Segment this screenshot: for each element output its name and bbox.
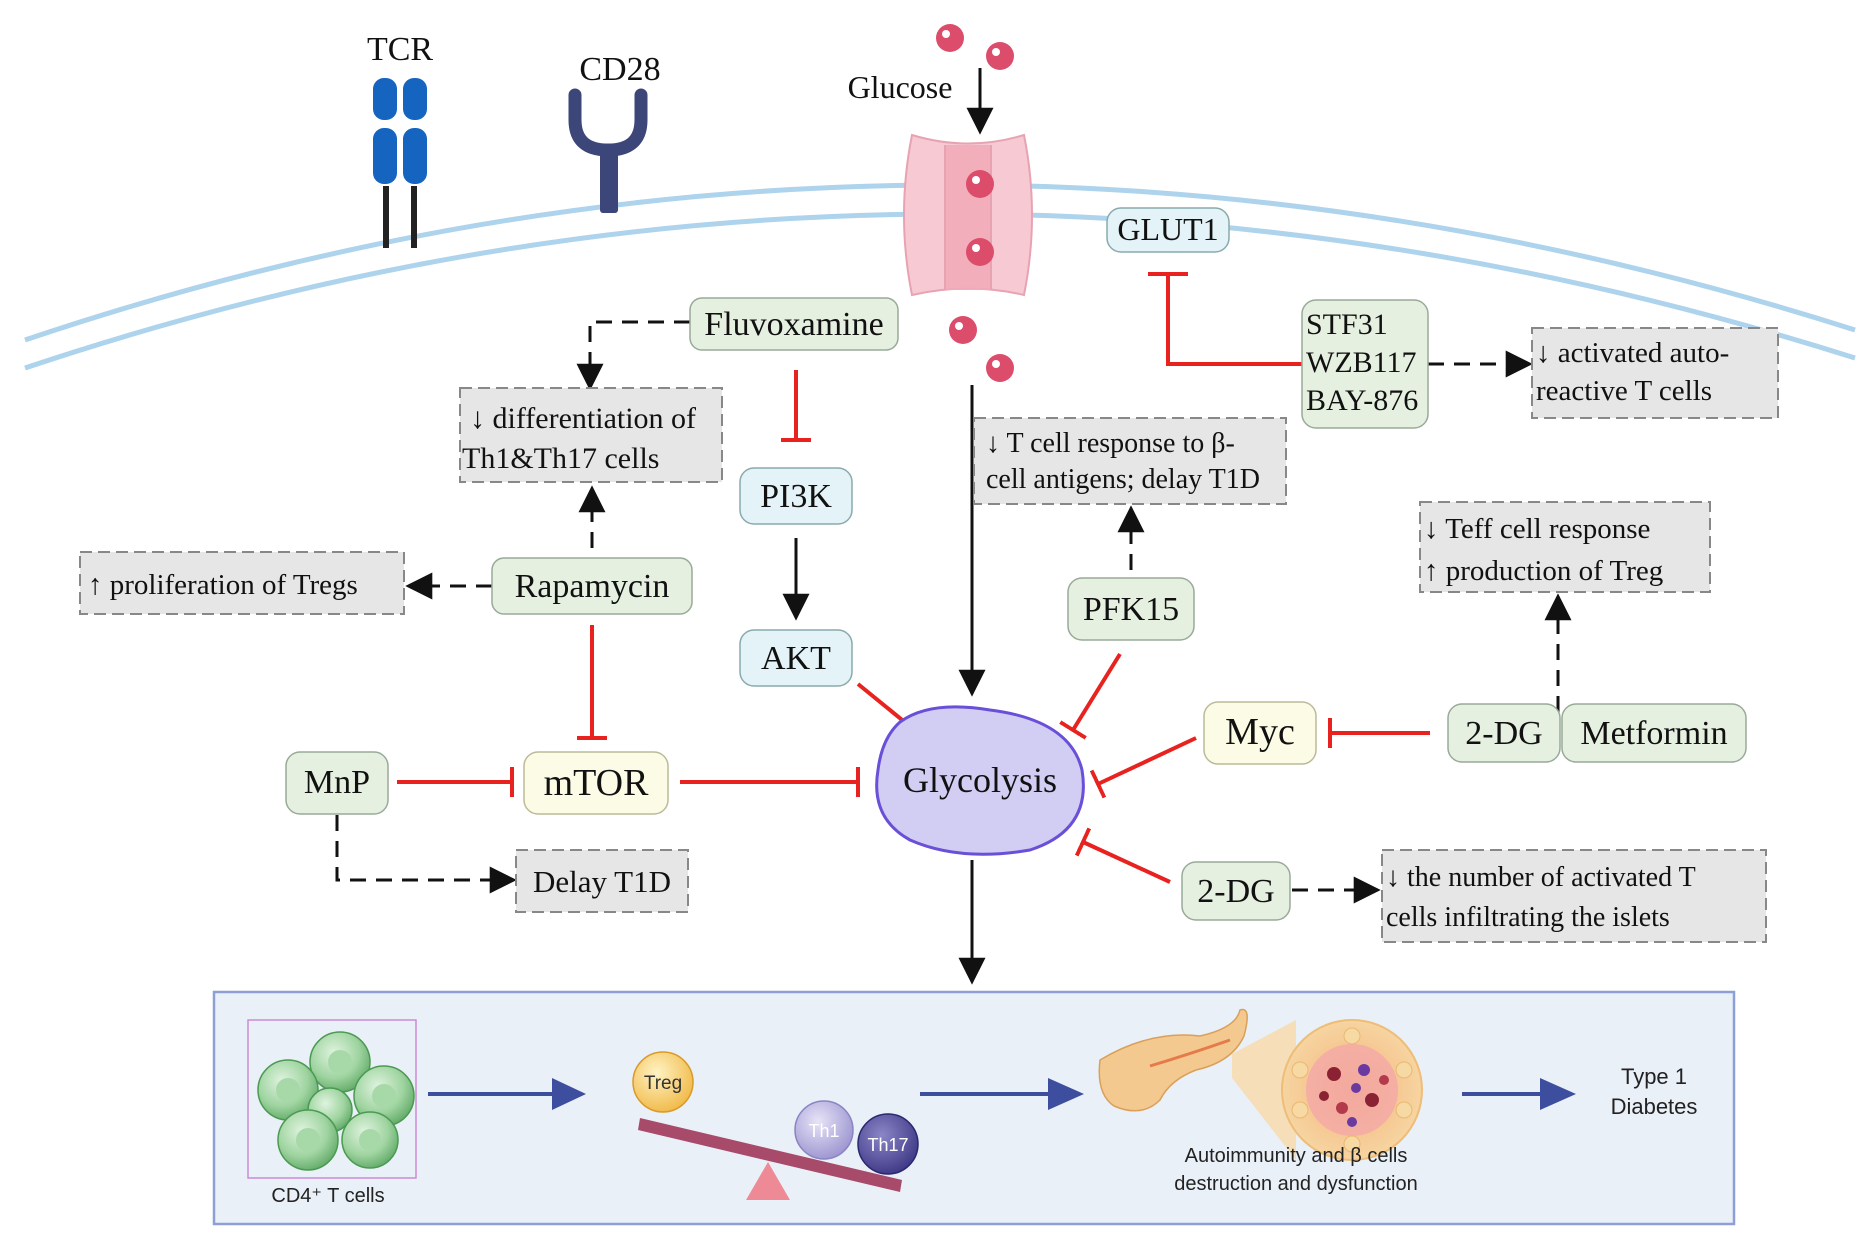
svg-text:mTOR: mTOR	[544, 762, 650, 804]
svg-text:↑ proliferation of Tregs: ↑ proliferation of Tregs	[88, 569, 358, 601]
svg-text:↓ Teff cell response: ↓ Teff cell response	[1424, 513, 1650, 545]
svg-text:Treg: Treg	[644, 1073, 682, 1094]
glucose-dot	[966, 238, 994, 266]
svg-text:reactive T cells: reactive T cells	[1536, 375, 1712, 407]
glucose-dot	[966, 170, 994, 198]
two-dg-node: 2-DG	[1447, 703, 1561, 763]
connectors	[335, 68, 1572, 985]
svg-text:cells infiltrating the islets: cells infiltrating the islets	[1386, 902, 1670, 933]
flow-arrow	[920, 1078, 1084, 1110]
glut1-node: GLUT1	[1106, 207, 1230, 253]
glycolysis-node: Glycolysis	[875, 705, 1085, 856]
islet-icon	[1281, 1019, 1423, 1161]
svg-text:↓ activated auto-: ↓ activated auto-	[1536, 337, 1729, 369]
glucose-molecules	[936, 24, 1014, 382]
effect-prolif-treg: ↑ proliferation of Tregs	[79, 551, 405, 615]
svg-text:AKT: AKT	[761, 640, 831, 677]
pi3k-node: PI3K	[739, 467, 853, 525]
cd4-cell	[341, 1111, 399, 1169]
glucose-label: Glucose	[848, 69, 953, 105]
svg-text:2-DG: 2-DG	[1465, 715, 1542, 752]
glucose-dot	[986, 42, 1014, 70]
glucose-dot	[986, 354, 1014, 382]
svg-text:↓ T cell response to β-: ↓ T cell response to β-	[986, 428, 1235, 459]
flow-arrow	[1462, 1078, 1576, 1110]
effect-tcell-response: ↓ T cell response to β- cell antigens; d…	[973, 417, 1287, 505]
effect-auto-reactive: ↓ activated auto- reactive T cells	[1531, 327, 1779, 419]
svg-text:PFK15: PFK15	[1083, 591, 1179, 628]
svg-text:↓ the number of activated T: ↓ the number of activated T	[1386, 862, 1696, 893]
svg-text:Metformin: Metformin	[1580, 715, 1727, 752]
cd4-cell	[353, 1065, 415, 1127]
svg-text:Th1: Th1	[808, 1121, 839, 1141]
svg-text:Glycolysis: Glycolysis	[903, 760, 1057, 800]
flow-arrow	[428, 1078, 586, 1110]
effect-islets: ↓ the number of activated T cells infilt…	[1381, 849, 1767, 943]
mnp-node: MnP	[285, 751, 389, 815]
rapamycin-node: Rapamycin	[491, 557, 693, 615]
cd4-label: CD4⁺ T cells	[271, 1185, 384, 1207]
pancreas-icon	[1098, 1008, 1296, 1160]
mtor-node: mTOR	[523, 751, 669, 815]
akt-node: AKT	[739, 629, 853, 687]
cd4-cell	[277, 1109, 339, 1171]
myc-node: Myc	[1203, 701, 1317, 765]
svg-text:2-DG: 2-DG	[1197, 873, 1274, 910]
glut1-inhibitors-node: STF31 WZB117 BAY-876	[1301, 299, 1429, 429]
pfk15-node: PFK15	[1067, 577, 1195, 641]
glut1-transporter	[903, 133, 1033, 297]
cd28-receptor: CD28	[568, 51, 661, 213]
outcome-panel: CD4⁺ T cells Treg Th1 Th17	[212, 990, 1736, 1226]
svg-text:Myc: Myc	[1225, 711, 1295, 753]
svg-text:↑ production of Treg: ↑ production of Treg	[1424, 555, 1663, 587]
cd4-tcell-cluster: CD4⁺ T cells	[247, 1019, 417, 1207]
treg-cell: Treg	[632, 1051, 694, 1113]
fluvoxamine-node: Fluvoxamine	[689, 297, 899, 351]
svg-text:Rapamycin: Rapamycin	[515, 568, 670, 605]
effect-teff-treg: ↓ Teff cell response ↑ production of Tre…	[1419, 501, 1711, 593]
svg-text:Th17: Th17	[867, 1135, 908, 1155]
th17-cell: Th17	[857, 1113, 919, 1175]
bay876-label: BAY-876	[1306, 384, 1418, 417]
svg-text:MnP: MnP	[304, 764, 370, 801]
wzb117-label: WZB117	[1306, 346, 1417, 379]
svg-text:GLUT1: GLUT1	[1117, 211, 1218, 247]
cd28-label: CD28	[579, 51, 660, 88]
svg-text:Fluvoxamine: Fluvoxamine	[704, 306, 883, 343]
autoimmunity-label-line2: destruction and dysfunction	[1174, 1173, 1418, 1195]
svg-text:cell antigens; delay T1D: cell antigens; delay T1D	[986, 464, 1260, 495]
metformin-node: Metformin	[1561, 703, 1747, 763]
two-dg-node-lower: 2-DG	[1181, 861, 1291, 921]
autoimmunity-label-line1: Autoimmunity and β cells	[1185, 1145, 1408, 1167]
tcr-receptor: TCR	[367, 31, 433, 248]
svg-text:↓ differentiation of: ↓ differentiation of	[470, 402, 696, 435]
stf31-label: STF31	[1306, 308, 1388, 341]
type1-label-line1: Type 1	[1621, 1064, 1687, 1089]
effect-delay-t1d: Delay T1D	[515, 849, 689, 913]
svg-text:PI3K: PI3K	[760, 478, 832, 515]
glucose-dot	[949, 316, 977, 344]
svg-text:Th1&Th17 cells: Th1&Th17 cells	[462, 442, 659, 475]
effect-diff-th: ↓ differentiation of Th1&Th17 cells	[459, 387, 723, 483]
cd4-cell	[257, 1059, 319, 1121]
th1-cell: Th1	[794, 1100, 854, 1160]
type1-label-line2: Diabetes	[1611, 1094, 1698, 1119]
svg-text:Delay T1D: Delay T1D	[533, 864, 671, 899]
treg-th-balance: Treg Th1 Th17	[632, 1051, 919, 1200]
glucose-dot	[936, 24, 964, 52]
tcr-label: TCR	[367, 31, 433, 68]
